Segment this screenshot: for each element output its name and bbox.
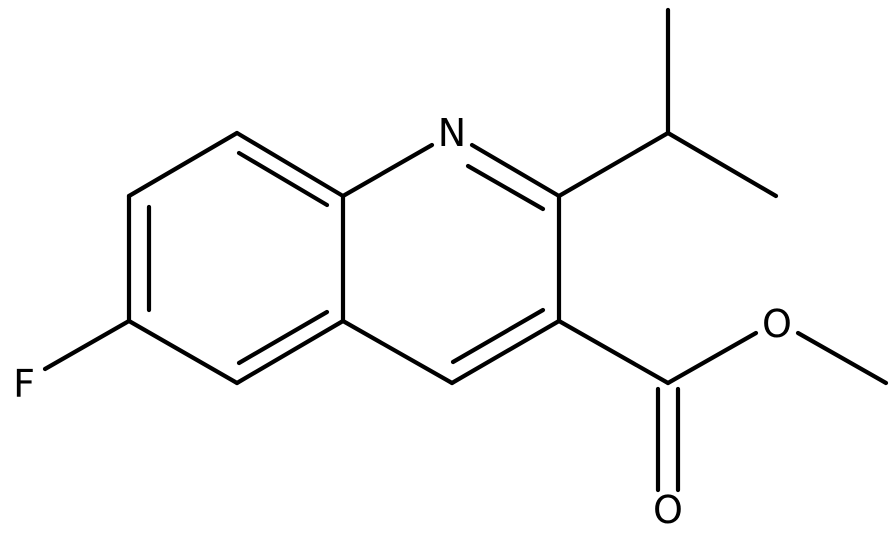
bond-c6-f	[42, 318, 132, 372]
ester-oxygen-label: O	[762, 302, 792, 346]
bond-c5-c4a-inner	[236, 309, 330, 366]
bond-o-methyl	[795, 330, 889, 386]
carbonyl-oxygen-label: O	[653, 488, 683, 532]
bond-c3-c4-inner	[450, 307, 546, 365]
bond-c5-c4a	[234, 318, 346, 386]
bond-c3-c4	[449, 318, 562, 386]
bonds	[42, 7, 889, 493]
bond-c6-c5	[126, 318, 240, 386]
bond-c8a-n1	[340, 142, 435, 199]
bond-n1-c2-inner	[465, 163, 546, 212]
bond-c2-ch	[556, 130, 671, 199]
bond-c3-ccarbonyl	[556, 318, 671, 386]
bond-c8a-c8-inner	[236, 150, 330, 208]
atom-labels: N F O O	[13, 111, 792, 532]
fluorine-label: F	[13, 362, 35, 406]
bond-c8a-c8	[234, 130, 346, 199]
bond-ch-me2	[665, 130, 779, 199]
nitrogen-label: N	[438, 111, 466, 155]
bond-n1-c2	[469, 142, 562, 199]
bond-ccarbonyl-o-ester	[665, 330, 759, 386]
bond-c8-c7	[126, 130, 240, 199]
bond-c4-c4a	[340, 318, 455, 386]
